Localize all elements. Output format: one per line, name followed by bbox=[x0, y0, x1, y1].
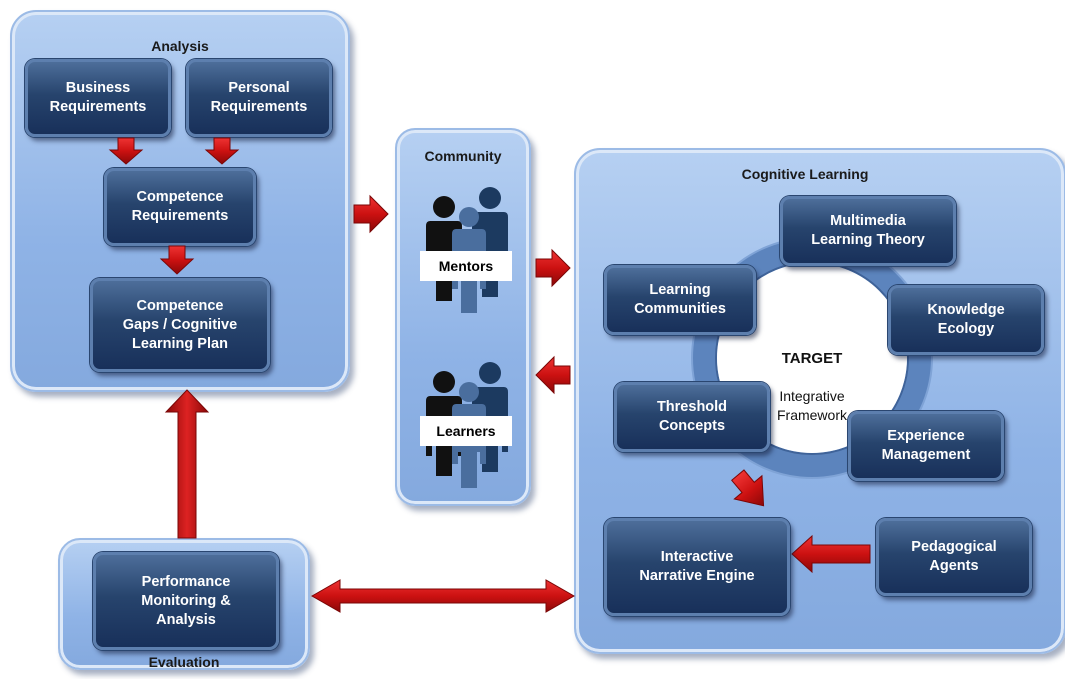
experience-management-box: Experience Management bbox=[848, 411, 1004, 481]
arrow-business-to-competence bbox=[108, 137, 144, 165]
business-requirements-box: Business Requirements bbox=[25, 59, 171, 137]
community-title: Community bbox=[424, 148, 502, 164]
arrow-competence-to-gaps bbox=[159, 245, 195, 275]
arrow-community-to-cognitive bbox=[535, 248, 571, 288]
interactive-narrative-engine-box: Interactive Narrative Engine bbox=[604, 518, 790, 616]
personal-requirements-box: Personal Requirements bbox=[186, 59, 332, 137]
evaluation-title: Evaluation bbox=[148, 654, 220, 670]
multimedia-learning-theory-box: Multimedia Learning Theory bbox=[780, 196, 956, 266]
arrow-ring-to-engine bbox=[731, 469, 765, 507]
threshold-concepts-box: Threshold Concepts bbox=[614, 382, 770, 452]
target-title: TARGET bbox=[781, 350, 843, 367]
learners-label: Learners bbox=[420, 416, 512, 446]
target-framework-label: TARGET Integrative Framework bbox=[752, 330, 872, 444]
target-subtitle: Integrative Framework bbox=[776, 388, 847, 423]
arrow-evaluation-cognitive bbox=[310, 579, 576, 613]
pedagogical-agents-box: Pedagogical Agents bbox=[876, 518, 1032, 596]
arrow-analysis-to-community bbox=[353, 194, 389, 234]
learning-communities-box: Learning Communities bbox=[604, 265, 756, 335]
analysis-title: Analysis bbox=[151, 38, 209, 54]
arrow-personal-to-competence bbox=[204, 137, 240, 165]
mentors-people-icon bbox=[426, 187, 508, 313]
cognitive-learning-title: Cognitive Learning bbox=[741, 166, 869, 182]
knowledge-ecology-box: Knowledge Ecology bbox=[888, 285, 1044, 355]
performance-monitoring-box: Performance Monitoring & Analysis bbox=[93, 552, 279, 650]
arrow-evaluation-to-analysis bbox=[164, 389, 210, 539]
mentors-label: Mentors bbox=[420, 251, 512, 281]
competence-gaps-box: Competence Gaps / Cognitive Learning Pla… bbox=[90, 278, 270, 372]
arrow-cognitive-to-community bbox=[535, 355, 571, 395]
arrow-agents-to-engine bbox=[791, 534, 871, 574]
competence-requirements-box: Competence Requirements bbox=[104, 168, 256, 246]
